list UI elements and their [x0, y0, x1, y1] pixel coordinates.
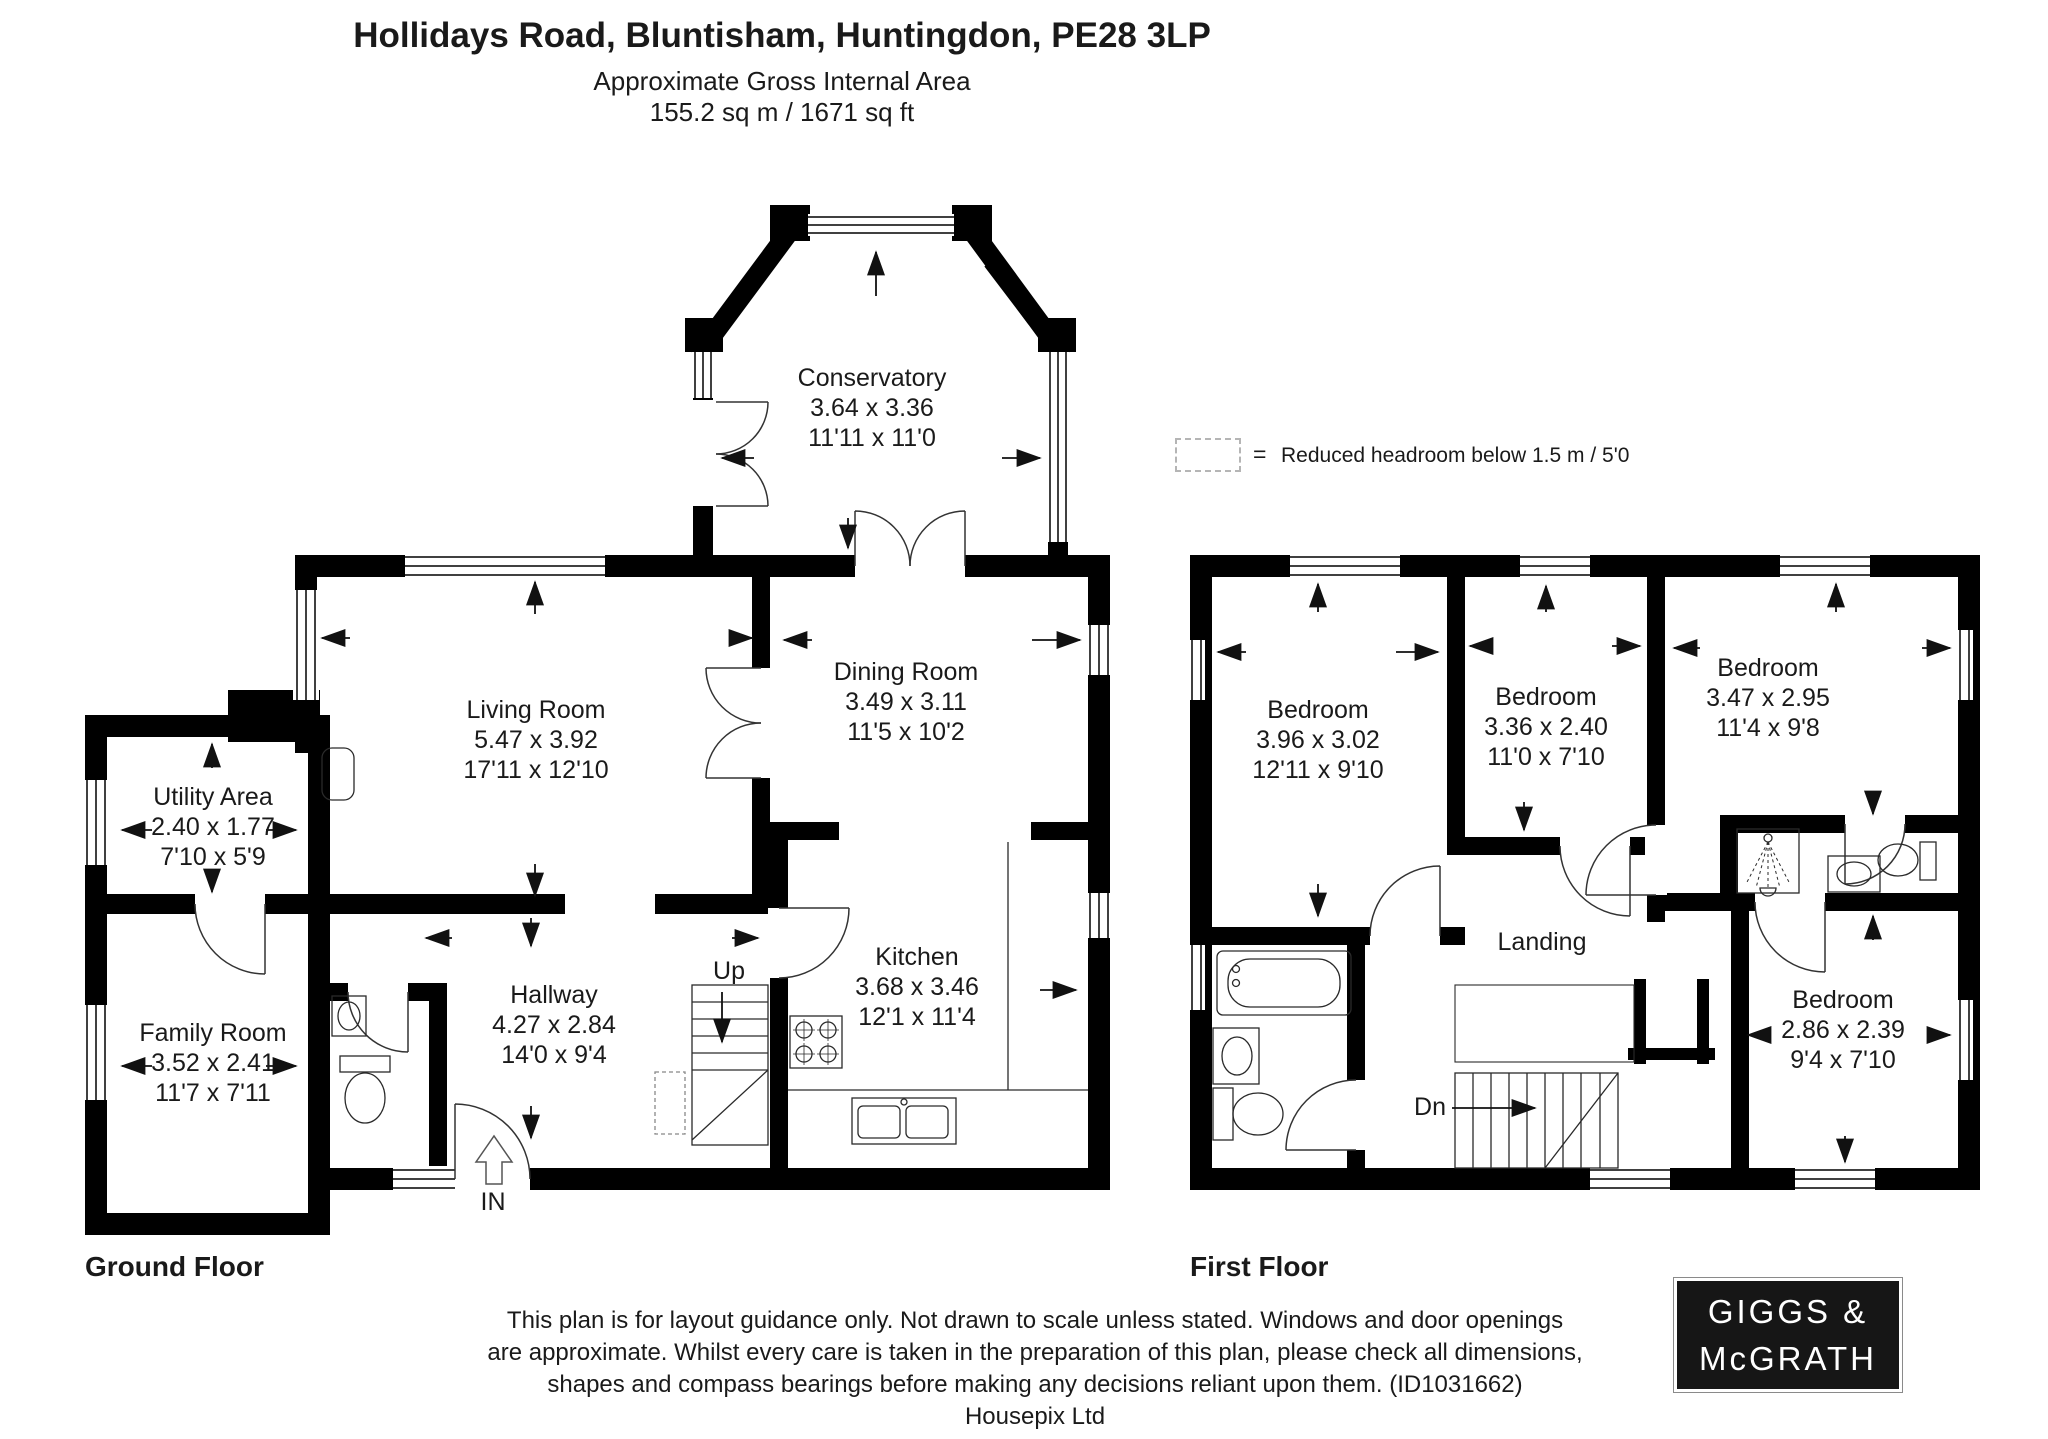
room-dims-metric: 3.49 x 3.11	[845, 688, 967, 716]
room-name: Conservatory	[797, 364, 947, 392]
page-subtitle: Approximate Gross Internal Area	[593, 66, 971, 96]
first-dimension-arrows	[1216, 582, 1952, 1164]
room-label-family-room: Family Room 3.52 x 2.41 11'7 x 7'11	[139, 1018, 286, 1108]
room-dims-imperial: 7'10 x 5'9	[160, 843, 266, 871]
room-name: Kitchen	[875, 943, 959, 971]
agent-logo-box: GIGGS & McGRATH	[1677, 1281, 1899, 1389]
room-dims-imperial: 11'11 x 11'0	[808, 424, 936, 452]
shower-icon	[1736, 828, 1800, 897]
room-dims-imperial: 11'4 x 9'8	[1716, 714, 1820, 742]
room-dims-imperial: 14'0 x 9'4	[501, 1041, 607, 1069]
room-name: Bedroom	[1267, 696, 1369, 724]
ground-floor-title: Ground Floor	[85, 1251, 264, 1282]
room-label-bedroom-3: Bedroom 3.47 x 2.95 11'4 x 9'8	[1706, 653, 1830, 743]
first-windows	[1179, 553, 1979, 1192]
room-label-hallway: Hallway 4.27 x 2.84 14'0 x 9'4	[492, 980, 616, 1070]
room-dims-metric: 5.47 x 3.92	[474, 726, 598, 754]
room-name: Bedroom	[1495, 683, 1597, 711]
room-name: Hallway	[510, 981, 598, 1009]
entrance-label: IN	[480, 1188, 506, 1216]
room-dims-metric: 3.68 x 3.46	[855, 973, 979, 1001]
room-label-bedroom-2: Bedroom 3.36 x 2.40 11'0 x 7'10	[1484, 682, 1608, 772]
ensuite-sink-icon	[1827, 855, 1881, 893]
stove-icon	[789, 1015, 843, 1069]
room-dims-metric: 3.36 x 2.40	[1484, 713, 1608, 741]
room-label-utility-area: Utility Area 2.40 x 1.77 7'10 x 5'9	[151, 782, 275, 872]
room-dims-imperial: 11'5 x 10'2	[847, 718, 965, 746]
disclaimer-line-2: are approximate. Whilst every care is ta…	[487, 1339, 1583, 1366]
bathroom-sink-icon	[1212, 1027, 1260, 1085]
legend-label: Reduced headroom below 1.5 m / 5'0	[1281, 444, 1630, 467]
stairs-up-label: Up	[713, 957, 745, 985]
room-dims-imperial: 9'4 x 7'10	[1790, 1046, 1896, 1074]
room-dims-imperial: 11'0 x 7'10	[1487, 743, 1605, 771]
room-name: Living Room	[466, 696, 606, 724]
room-name: Bedroom	[1717, 654, 1819, 682]
room-name: Landing	[1497, 928, 1587, 956]
chimney-recess	[321, 747, 355, 801]
room-dims-metric: 3.52 x 2.41	[151, 1049, 275, 1077]
ground-fixtures	[321, 747, 1088, 1185]
page-title: Hollidays Road, Bluntisham, Huntingdon, …	[353, 16, 1211, 55]
ground-doors	[194, 400, 966, 1192]
disclaimer-line-3: shapes and compass bearings before makin…	[547, 1371, 1523, 1398]
agent-logo: GIGGS & McGRATH	[1673, 1277, 1903, 1393]
room-dims-imperial: 11'7 x 7'11	[155, 1079, 271, 1107]
room-dims-metric: 2.86 x 2.39	[1781, 1016, 1905, 1044]
first-floor-title: First Floor	[1190, 1251, 1329, 1282]
first-fixtures	[1212, 828, 1937, 1169]
first-floor-plan	[1179, 553, 1980, 1192]
room-dims-imperial: 17'11 x 12'10	[463, 756, 609, 784]
reduced-headroom-area	[654, 1071, 686, 1135]
first-doors	[1285, 813, 1906, 1151]
room-label-kitchen: Kitchen 3.68 x 3.46 12'1 x 11'4	[855, 942, 979, 1032]
wc-sink-icon	[331, 995, 367, 1037]
room-dims-metric: 2.40 x 1.77	[151, 813, 275, 841]
gross-internal-area: 155.2 sq m / 1671 sq ft	[649, 97, 915, 127]
legend-equals: =	[1253, 441, 1267, 467]
stairs-up	[691, 984, 769, 1146]
room-label-living-room: Living Room 5.47 x 3.92 17'11 x 12'10	[463, 695, 608, 785]
stairs-down-label: Dn	[1414, 1093, 1446, 1121]
room-dims-imperial: 12'11 x 9'10	[1252, 756, 1384, 784]
reduced-headroom-swatch	[1175, 438, 1241, 472]
wc-toilet-icon	[339, 1055, 391, 1124]
room-dims-imperial: 12'1 x 11'4	[858, 1003, 976, 1031]
room-dims-metric: 3.64 x 3.36	[810, 394, 934, 422]
room-name: Family Room	[139, 1019, 287, 1047]
bath-icon	[1216, 950, 1352, 1016]
stairs-down	[1452, 984, 1635, 1169]
ground-floor-plan	[83, 205, 1112, 1235]
room-label-conservatory: Conservatory 3.64 x 3.36 11'11 x 11'0	[798, 363, 947, 453]
bathroom-toilet-icon	[1212, 1087, 1284, 1141]
kitchen-sink-icon	[851, 1097, 957, 1145]
room-dims-metric: 3.47 x 2.95	[1706, 684, 1830, 712]
room-dims-metric: 3.96 x 3.02	[1256, 726, 1380, 754]
first-walls	[1190, 555, 1980, 1190]
ensuite-toilet-icon	[1877, 841, 1937, 881]
ground-windows	[83, 214, 1112, 1192]
kitchen-counter	[788, 842, 1088, 1091]
room-label-landing: Landing	[1498, 927, 1587, 957]
ground-dimension-arrows	[120, 250, 1082, 1140]
room-name: Utility Area	[153, 783, 273, 811]
agent-logo-line-1: GIGGS &	[1707, 1293, 1869, 1330]
room-name: Bedroom	[1792, 986, 1894, 1014]
entrance-arrow-icon	[474, 1134, 514, 1185]
credit-line: Housepix Ltd	[964, 1403, 1106, 1430]
room-label-dining-room: Dining Room 3.49 x 3.11 11'5 x 10'2	[834, 657, 979, 747]
room-label-bedroom-1: Bedroom 3.96 x 3.02 12'11 x 9'10	[1252, 695, 1383, 785]
room-name: Dining Room	[833, 658, 979, 686]
agent-logo-line-2: McGRATH	[1698, 1340, 1878, 1377]
room-label-bedroom-4: Bedroom 2.86 x 2.39 9'4 x 7'10	[1781, 985, 1905, 1075]
room-dims-metric: 4.27 x 2.84	[492, 1011, 616, 1039]
disclaimer-line-1: This plan is for layout guidance only. N…	[506, 1307, 1564, 1334]
